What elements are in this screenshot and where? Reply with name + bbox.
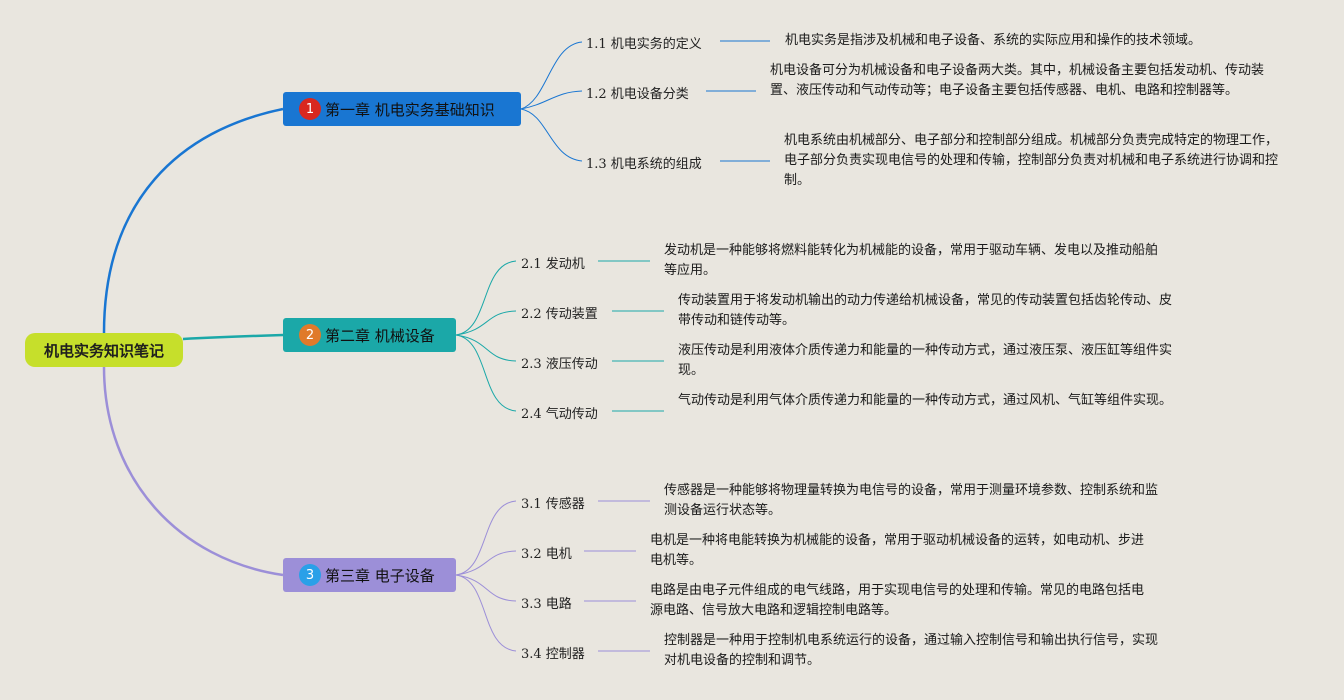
link-root-chapter1 bbox=[102, 107, 284, 334]
topic-description-1-1: 机电实务是指涉及机械和电子设备、系统的实际应用和操作的技术领域。 bbox=[785, 33, 1202, 48]
chapter-node-1[interactable]: 1 第一章 机电实务基础知识 bbox=[283, 92, 521, 126]
topic-description-2-3: 液压传动是利用液体介质传递力和能量的一种传动方式，通过液压泵、液压缸等组件实现。 bbox=[678, 343, 1173, 378]
link-ch1-t2 bbox=[520, 90, 583, 110]
number-badge-icon: 2 bbox=[299, 324, 321, 346]
link-ch2-t3 bbox=[455, 334, 517, 362]
topic-description-2-4: 气动传动是利用气体介质传递力和能量的一种传动方式，通过风机、气缸等组件实现。 bbox=[678, 393, 1173, 408]
link-ch2-t1 bbox=[455, 260, 517, 336]
link-ch3-t1 bbox=[455, 500, 517, 576]
topic-node-3-2[interactable]: 3.2 电机 bbox=[521, 547, 572, 562]
topic-description-1-2: 机电设备可分为机械设备和电子设备两大类。其中，机械设备主要包括发动机、传动装置、… bbox=[770, 63, 1265, 98]
topic-description-3-2: 电机是一种将电能转换为机械能的设备，常用于驱动机械设备的运转，如电动机、步进电机… bbox=[650, 533, 1145, 568]
topic-node-2-2[interactable]: 2.2 传动装置 bbox=[521, 307, 598, 322]
chapter-title: 第二章 机械设备 bbox=[325, 326, 435, 345]
link-ch2-t2 bbox=[455, 310, 517, 336]
link-ch1-t1 bbox=[520, 41, 583, 110]
topic-node-1-1[interactable]: 1.1 机电实务的定义 bbox=[586, 37, 702, 52]
link-ch2-t4 bbox=[455, 334, 517, 412]
link-ch3-t4 bbox=[455, 574, 517, 652]
topic-node-2-1[interactable]: 2.1 发动机 bbox=[521, 257, 585, 272]
topic-description-2-1: 发动机是一种能够将燃料能转化为机械能的设备，常用于驱动车辆、发电以及推动船舶等应… bbox=[664, 243, 1159, 278]
topic-node-1-3[interactable]: 1.3 机电系统的组成 bbox=[586, 157, 702, 172]
link-ch1-t3 bbox=[520, 108, 583, 162]
topic-node-2-4[interactable]: 2.4 气动传动 bbox=[521, 407, 598, 422]
chapter-title: 第一章 机电实务基础知识 bbox=[325, 100, 495, 119]
chapter-title: 第三章 电子设备 bbox=[325, 566, 435, 585]
topic-node-1-2[interactable]: 1.2 机电设备分类 bbox=[586, 87, 689, 102]
link-root-chapter2 bbox=[182, 333, 284, 341]
topic-node-3-4[interactable]: 3.4 控制器 bbox=[521, 647, 585, 662]
number-badge-icon: 3 bbox=[299, 564, 321, 586]
topic-description-2-2: 传动装置用于将发动机输出的动力传递给机械设备，常见的传动装置包括齿轮传动、皮带传… bbox=[678, 293, 1173, 328]
topic-description-1-3: 机电系统由机械部分、电子部分和控制部分组成。机械部分负责完成特定的物理工作，电子… bbox=[784, 133, 1279, 188]
topic-node-3-1[interactable]: 3.1 传感器 bbox=[521, 497, 585, 512]
topic-description-3-3: 电路是由电子元件组成的电气线路，用于实现电信号的处理和传输。常见的电路包括电源电… bbox=[650, 583, 1145, 618]
root-node[interactable]: 机电实务知识笔记 bbox=[25, 333, 183, 367]
topic-node-2-3[interactable]: 2.3 液压传动 bbox=[521, 357, 598, 372]
link-ch3-t2 bbox=[455, 550, 517, 576]
number-badge-icon: 1 bbox=[299, 98, 321, 120]
topic-node-3-3[interactable]: 3.3 电路 bbox=[521, 597, 572, 612]
chapter-node-2[interactable]: 2 第二章 机械设备 bbox=[283, 318, 456, 352]
topic-description-3-4: 控制器是一种用于控制机电系统运行的设备，通过输入控制信号和输出执行信号，实现对机… bbox=[664, 633, 1159, 668]
topic-description-3-1: 传感器是一种能够将物理量转换为电信号的设备，常用于测量环境参数、控制系统和监测设… bbox=[664, 483, 1159, 518]
link-root-chapter3 bbox=[102, 366, 284, 577]
link-ch3-t3 bbox=[455, 574, 517, 602]
chapter-node-3[interactable]: 3 第三章 电子设备 bbox=[283, 558, 456, 592]
